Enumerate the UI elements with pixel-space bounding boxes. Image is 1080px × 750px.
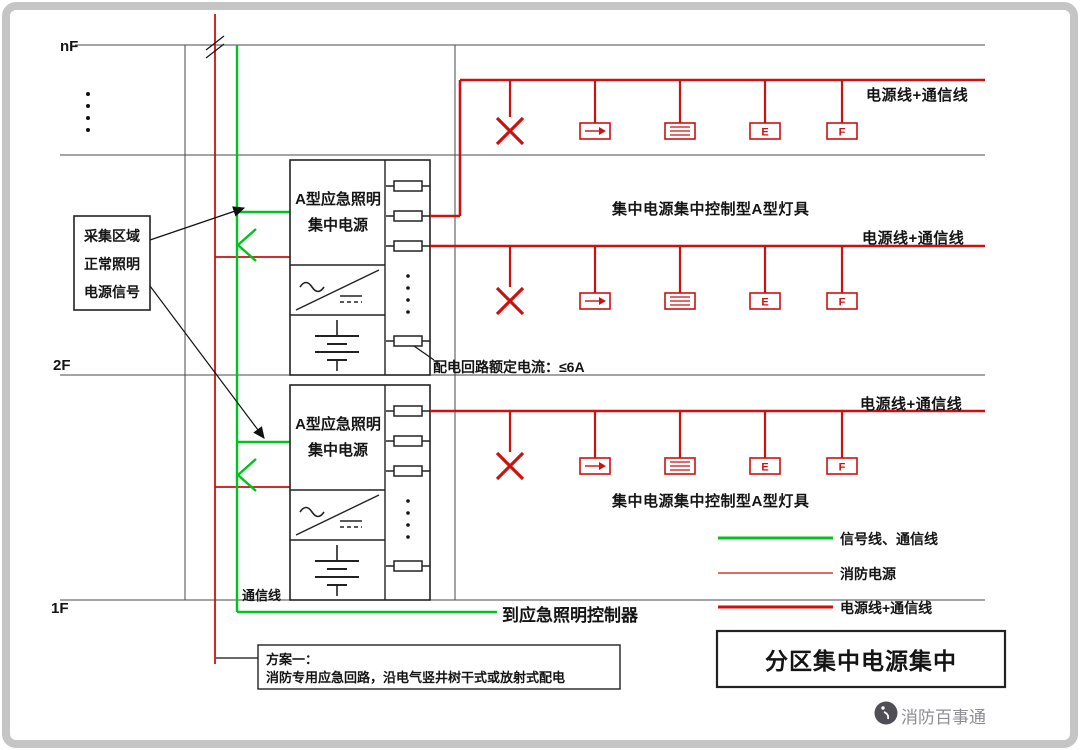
controller-link-label: 到应急照明控制器 xyxy=(502,606,638,625)
comm-line-label: 通信线 xyxy=(242,588,282,603)
emergency-lamp-x-icon xyxy=(495,451,525,481)
psu2-name-line2: 集中电源 xyxy=(307,442,368,459)
feeder-circuit-2 xyxy=(430,244,985,293)
feeder-label-1: 电源线+通信线 xyxy=(866,87,969,104)
floor-label-2f: 2F xyxy=(53,357,71,374)
circuits-ellipsis-dots xyxy=(406,274,410,314)
psu-box-1 xyxy=(289,159,431,376)
legend-label-fire-power: 消防电源 xyxy=(840,566,896,582)
feeder-circuit-1 xyxy=(430,78,985,218)
annotation-boxes xyxy=(73,215,1007,690)
inverter-icon xyxy=(295,269,380,311)
watermark-logo-icon xyxy=(874,701,898,725)
signal-source-box xyxy=(73,215,151,311)
psu1-name-line1: A型应急照明 xyxy=(295,191,381,208)
circuit-rating-note: 配电回路额定电流：≤6A xyxy=(433,359,585,375)
psu2-name-line1: A型应急照明 xyxy=(295,416,381,433)
battery-icon xyxy=(314,544,360,597)
exit-lamp-louver-icon xyxy=(664,457,696,475)
inverter-icon xyxy=(295,494,380,536)
lamps-row-1 xyxy=(495,116,858,146)
battery-icon xyxy=(314,319,360,372)
floor-label-1f: 1F xyxy=(51,600,69,617)
exit-lamp-f-icon xyxy=(826,457,858,475)
exit-lamp-e-icon xyxy=(749,122,781,140)
psu1-name-line2: 集中电源 xyxy=(307,217,368,234)
signal-comm-lines xyxy=(235,45,497,614)
legend-lines xyxy=(718,536,833,609)
scheme-note-line2: 消防专用应急回路，沿电气竖井树干式或放射式配电 xyxy=(266,670,566,685)
signal-source-label: 采集区域 正常照明 电源信号 xyxy=(76,222,148,306)
signal-source-line3: 电源信号 xyxy=(84,284,140,300)
feeder-circuit-3 xyxy=(430,409,985,458)
luminaire-group-label-1: 集中电源集中控制型A型灯具 xyxy=(612,201,810,218)
legend-label-power-comm: 电源线+通信线 xyxy=(840,600,933,616)
circuits-ellipsis-dots xyxy=(406,499,410,539)
floor-label-nf: nF xyxy=(60,38,79,55)
emergency-lamp-x-icon xyxy=(495,286,525,316)
floors-ellipsis-dots xyxy=(86,92,90,132)
exit-lamp-louver-icon xyxy=(664,122,696,140)
watermark-text: 消防百事通 xyxy=(901,708,986,727)
psu-box-2 xyxy=(289,384,431,601)
lamps-row-3 xyxy=(495,451,858,481)
fuse-column xyxy=(385,180,431,347)
exit-lamp-louver-icon xyxy=(664,292,696,310)
fuse-column xyxy=(385,405,431,572)
signal-source-line2: 正常照明 xyxy=(84,256,140,272)
scheme-title: 分区集中电源集中 xyxy=(765,648,957,674)
exit-lamp-arrow-icon xyxy=(579,292,611,310)
exit-lamp-arrow-icon xyxy=(579,457,611,475)
fire-power-riser xyxy=(214,14,290,664)
scheme-note-box xyxy=(257,644,621,690)
annotation-pointer-lines xyxy=(149,35,435,659)
legend-label-signal: 信号线、通信线 xyxy=(840,531,938,547)
emergency-lamp-x-icon xyxy=(495,116,525,146)
exit-lamp-f-icon xyxy=(826,122,858,140)
signal-source-line1: 采集区域 xyxy=(84,228,140,244)
lamps-row-2 xyxy=(495,286,858,316)
exit-lamp-e-icon xyxy=(749,457,781,475)
exit-lamp-f-icon xyxy=(826,292,858,310)
luminaire-group-label-2: 集中电源集中控制型A型灯具 xyxy=(612,493,810,510)
exit-lamp-e-icon xyxy=(749,292,781,310)
scheme-title-box xyxy=(715,629,1007,689)
feeder-label-2: 电源线+通信线 xyxy=(862,230,965,247)
feeder-label-3: 电源线+通信线 xyxy=(860,396,963,413)
scheme-note-line1: 方案一： xyxy=(266,652,319,667)
exit-lamp-arrow-icon xyxy=(579,122,611,140)
